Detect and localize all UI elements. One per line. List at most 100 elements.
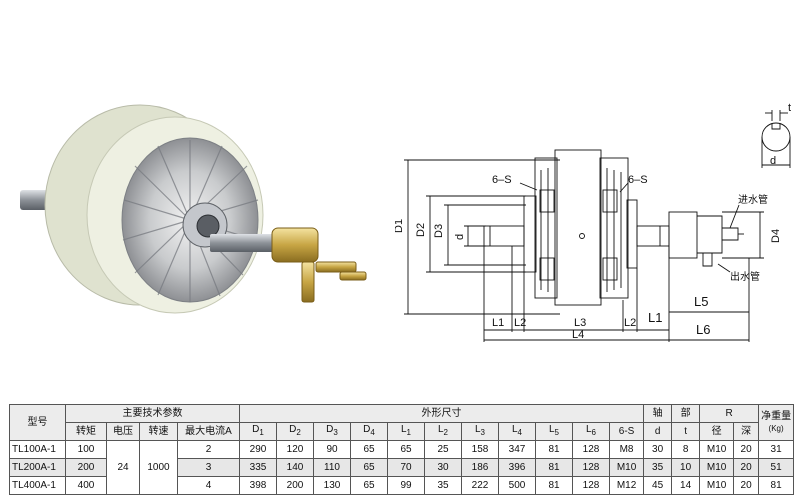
cell-diameter: M10 — [699, 476, 735, 495]
table-row: TL400A-1 400 4 398 200 130 65 99 35 222 … — [9, 476, 795, 495]
header-weight: 净重量(Kg) — [758, 404, 795, 441]
cell-current: 3 — [177, 458, 240, 477]
header-D3: D3 — [313, 422, 351, 441]
label-d: d — [454, 234, 466, 240]
header-D1: D1 — [239, 422, 277, 441]
cell-L3: 158 — [461, 440, 499, 459]
cell-d: 35 — [643, 458, 673, 477]
cell-L1: 99 — [387, 476, 425, 495]
header-tech-params: 主要技术参数 — [65, 404, 240, 423]
outlet-fitting — [301, 261, 315, 303]
header-D4: D4 — [350, 422, 388, 441]
label-D3: D3 — [433, 224, 445, 238]
cell-weight: 51 — [758, 458, 795, 477]
label-d-top: d — [770, 155, 776, 167]
rotary-joint-drawing — [668, 211, 698, 259]
label-outlet: 出水管 — [730, 270, 760, 283]
label-L1-right: L1 — [648, 310, 662, 325]
cell-D4: 65 — [350, 458, 388, 477]
cell-t: 14 — [671, 476, 701, 495]
label-D2: D2 — [415, 223, 427, 237]
cell-voltage: 24 — [106, 440, 140, 495]
cell-D3: 130 — [313, 476, 351, 495]
cell-D4: 65 — [350, 476, 388, 495]
cell-6S: M10 — [608, 458, 645, 477]
label-t: t — [788, 102, 791, 114]
cell-L2: 35 — [424, 476, 462, 495]
cell-d: 30 — [643, 440, 673, 459]
inlet-fitting — [315, 261, 357, 273]
cell-diameter: M10 — [699, 440, 735, 459]
header-torque: 转矩 — [65, 422, 107, 441]
table-row: TL100A-1 100 24 1000 2 290 120 90 65 65 … — [9, 440, 795, 495]
cell-6S: M8 — [608, 440, 645, 459]
label-6s-right: 6–S — [628, 174, 648, 186]
header-L4: L4 — [498, 422, 536, 441]
cell-weight: 31 — [758, 440, 795, 459]
cell-D1: 398 — [239, 476, 277, 495]
cell-D2: 120 — [276, 440, 314, 459]
cell-L6: 128 — [572, 476, 610, 495]
cell-model: TL200A-1 — [9, 458, 66, 477]
left-shaft-drawing — [483, 225, 525, 247]
label-L5: L5 — [694, 294, 708, 309]
cell-L6: 128 — [572, 440, 610, 459]
header-6S: 6-S — [608, 422, 645, 441]
inlet-pipe-drawing — [722, 227, 739, 241]
cell-diameter: M10 — [699, 458, 735, 477]
header-L3: L3 — [461, 422, 499, 441]
cell-L1: 65 — [387, 440, 425, 459]
cell-D3: 90 — [313, 440, 351, 459]
bearing — [196, 214, 220, 238]
label-L2: L2 — [514, 317, 526, 329]
cell-D1: 335 — [239, 458, 277, 477]
label-6s-left: 6–S — [492, 174, 512, 186]
header-current: 最大电流A — [177, 422, 240, 441]
rotary-joint — [271, 227, 319, 263]
cell-t: 10 — [671, 458, 701, 477]
cell-D2: 200 — [276, 476, 314, 495]
header-d: d — [643, 422, 673, 441]
cell-model: TL100A-1 — [9, 440, 66, 459]
cell-depth: 20 — [733, 458, 760, 477]
cell-depth: 20 — [733, 476, 760, 495]
cell-torque: 100 — [65, 440, 107, 459]
cell-weight: 81 — [758, 476, 795, 495]
cell-L6: 128 — [572, 458, 610, 477]
cell-D3: 110 — [313, 458, 351, 477]
cell-model: TL400A-1 — [9, 476, 66, 495]
spec-table: 型号 主要技术参数 外形尺寸 轴 部 R 净重量(Kg) 转矩 电压 转速 最大… — [9, 404, 795, 495]
technical-drawing: t d 6–S 6–S D1 D2 D3 d D4 进水管 出水管 L1 L2 … — [395, 102, 791, 342]
right-fins — [599, 157, 629, 299]
header-part: 部 — [671, 404, 701, 423]
header-L2: L2 — [424, 422, 462, 441]
sub-header-row: 转矩 电压 转速 最大电流A D1 D2 D3 D4 L1 L2 L3 L4 L… — [10, 422, 794, 441]
cell-speed: 1000 — [139, 440, 178, 495]
label-L3: L3 — [574, 317, 586, 329]
label-L1: L1 — [492, 317, 504, 329]
product-photo — [20, 104, 367, 314]
table-row: TL200A-1 200 3 335 140 110 65 70 30 186 … — [9, 458, 795, 477]
outlet-pipe-drawing — [702, 253, 713, 267]
cell-current: 4 — [177, 476, 240, 495]
cell-L3: 186 — [461, 458, 499, 477]
label-D4: D4 — [770, 229, 782, 243]
cell-L5: 81 — [535, 440, 573, 459]
cell-d: 45 — [643, 476, 673, 495]
cell-depth: 20 — [733, 440, 760, 459]
label-L4: L4 — [572, 329, 584, 341]
left-fins — [534, 157, 558, 299]
header-L6: L6 — [572, 422, 610, 441]
label-inlet: 进水管 — [738, 193, 768, 206]
pipe-end — [339, 271, 367, 281]
group-header-row: 型号 主要技术参数 外形尺寸 轴 部 R 净重量(Kg) — [9, 404, 795, 441]
key-slot — [771, 123, 781, 130]
header-axis: 轴 — [643, 404, 673, 423]
header-diameter: 径 — [699, 422, 735, 441]
header-speed: 转速 — [139, 422, 178, 441]
cell-L3: 222 — [461, 476, 499, 495]
right-shaft — [210, 234, 288, 252]
cell-6S: M12 — [608, 476, 645, 495]
cell-L4: 347 — [498, 440, 536, 459]
header-depth: 深 — [733, 422, 760, 441]
